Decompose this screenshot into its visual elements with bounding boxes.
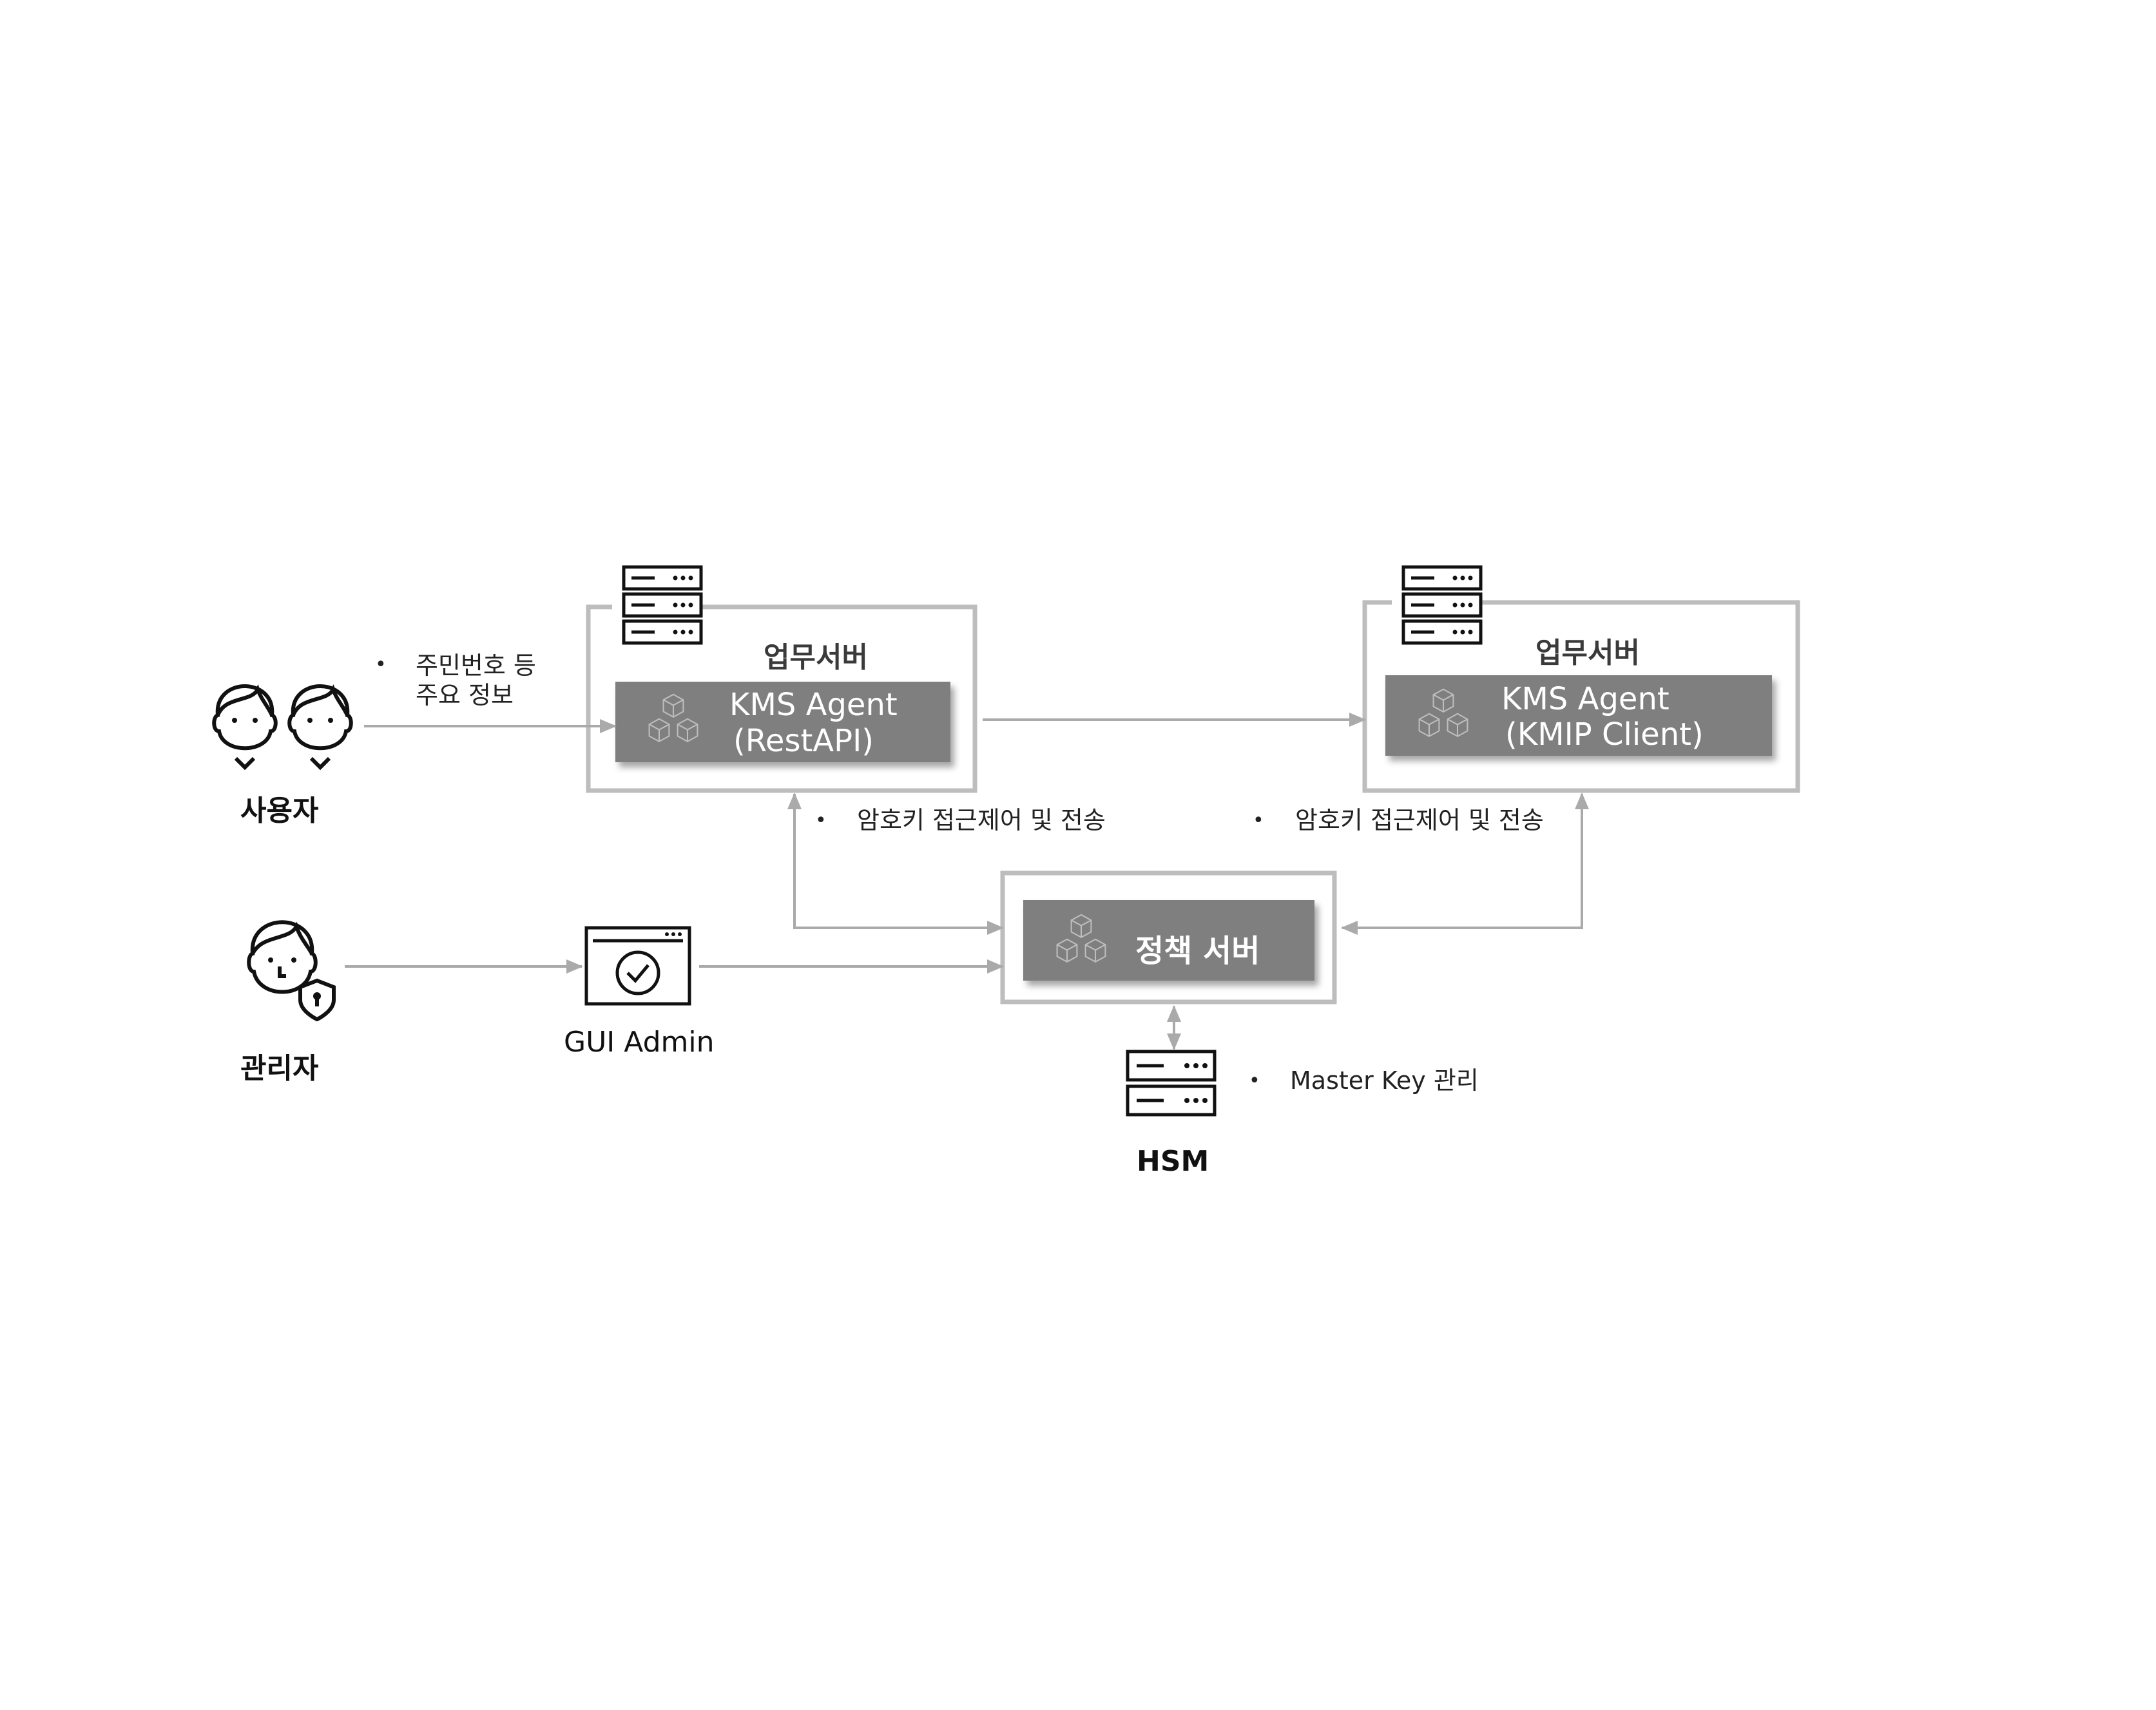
arrow-policy-to-left-server (787, 793, 1004, 935)
server-rack-icon (622, 565, 703, 645)
kms-agent-box-right (1385, 675, 1772, 756)
gui-admin-window-icon (584, 926, 691, 1006)
admin-icon (247, 920, 336, 1022)
users-label: 사용자 (240, 794, 319, 827)
right-key-note-bullet: • (1253, 809, 1264, 832)
policy-server-label: 정책 서버 (1135, 933, 1260, 969)
policy-server-box (1023, 900, 1314, 981)
server-left-title: 업무서버 (764, 641, 868, 674)
users-note-line-1: 주민번호 등 (416, 651, 536, 680)
left-key-note: 암호키 접근제어 및 전송 (857, 806, 1106, 834)
hsm-note-bullet: • (1249, 1070, 1260, 1092)
kms-agent-right-line-2: (KMIP Client) (1505, 716, 1704, 753)
gui-admin-label: GUI Admin (564, 1026, 715, 1059)
admin-label: 관리자 (240, 1052, 319, 1085)
server-frame-left (586, 604, 977, 793)
policy-server-frame (1000, 870, 1337, 1004)
right-key-note: 암호키 접근제어 및 전송 (1295, 806, 1544, 834)
server-rack-icon (1401, 565, 1483, 645)
users-note-bullet: • (375, 653, 387, 676)
kms-agent-right-line-1: KMS Agent (1501, 681, 1670, 717)
hsm-label: HSM (1137, 1145, 1209, 1178)
left-key-note-bullet: • (815, 809, 827, 832)
arrows (345, 713, 1589, 1050)
kms-agent-left-line-1: KMS Agent (729, 687, 898, 723)
server-frame-right (1362, 600, 1800, 793)
hsm-note: Master Key 관리 (1290, 1066, 1479, 1095)
kms-agent-left-line-2: (RestAPI) (733, 723, 874, 759)
hsm-rack-icon (1126, 1050, 1217, 1117)
user-icon (287, 684, 353, 771)
user-icon (212, 684, 278, 771)
server-right-title: 업무서버 (1535, 637, 1640, 669)
arrow-policy-to-right-server (1341, 793, 1589, 935)
users-note-line-2: 주요 정보 (416, 681, 514, 709)
